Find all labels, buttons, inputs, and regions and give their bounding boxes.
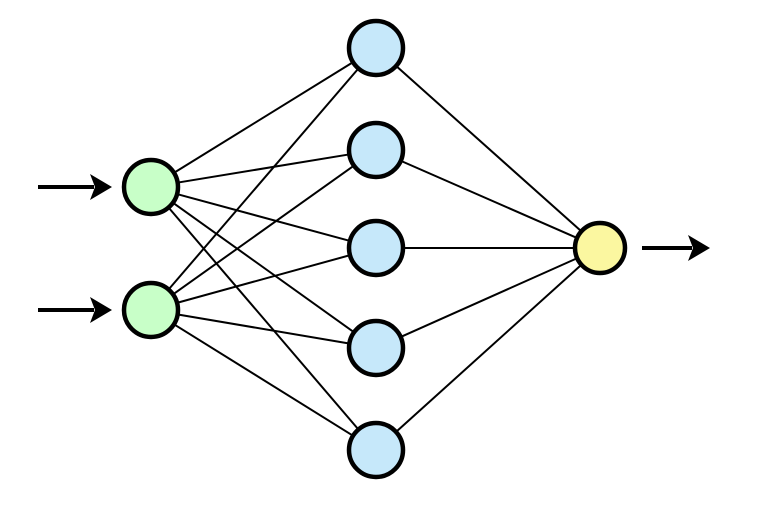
edge-i1-h3 [174, 192, 353, 243]
output-arrow-head [688, 235, 710, 261]
layer-input [121, 157, 181, 340]
input-arrow-bottom [38, 297, 112, 323]
node-o1[interactable] [572, 220, 628, 276]
node-h3[interactable] [346, 218, 406, 278]
input-arrow-top [38, 174, 112, 200]
node-h5[interactable] [346, 420, 406, 480]
nodes-group [121, 18, 628, 480]
node-h2[interactable] [346, 120, 406, 180]
input-arrow-bottom-head [90, 297, 112, 323]
edge-i1-h2 [175, 153, 352, 184]
edge-i1-h1 [171, 60, 356, 175]
edge-i2-h5 [171, 322, 356, 438]
edge-h1-o1 [393, 63, 584, 234]
node-i2[interactable] [121, 280, 181, 340]
edge-h4-o1 [398, 256, 580, 339]
output-arrow [642, 235, 710, 261]
arrows-group [38, 174, 710, 323]
layer-hidden [346, 18, 406, 480]
node-h1[interactable] [346, 18, 406, 78]
edge-i1-h4 [170, 200, 357, 335]
edge-i2-h4 [175, 313, 352, 345]
edge-i2-h1 [166, 66, 361, 292]
input-arrow-top-head [90, 174, 112, 200]
edge-i2-h2 [170, 163, 357, 297]
edge-h5-o1 [393, 262, 584, 435]
layer-output [572, 220, 628, 276]
edges-group [166, 60, 584, 438]
edge-h2-o1 [398, 159, 580, 240]
node-i1[interactable] [121, 157, 181, 217]
node-h4[interactable] [346, 318, 406, 378]
edge-i2-h3 [174, 253, 353, 305]
edge-i1-h5 [166, 205, 361, 432]
